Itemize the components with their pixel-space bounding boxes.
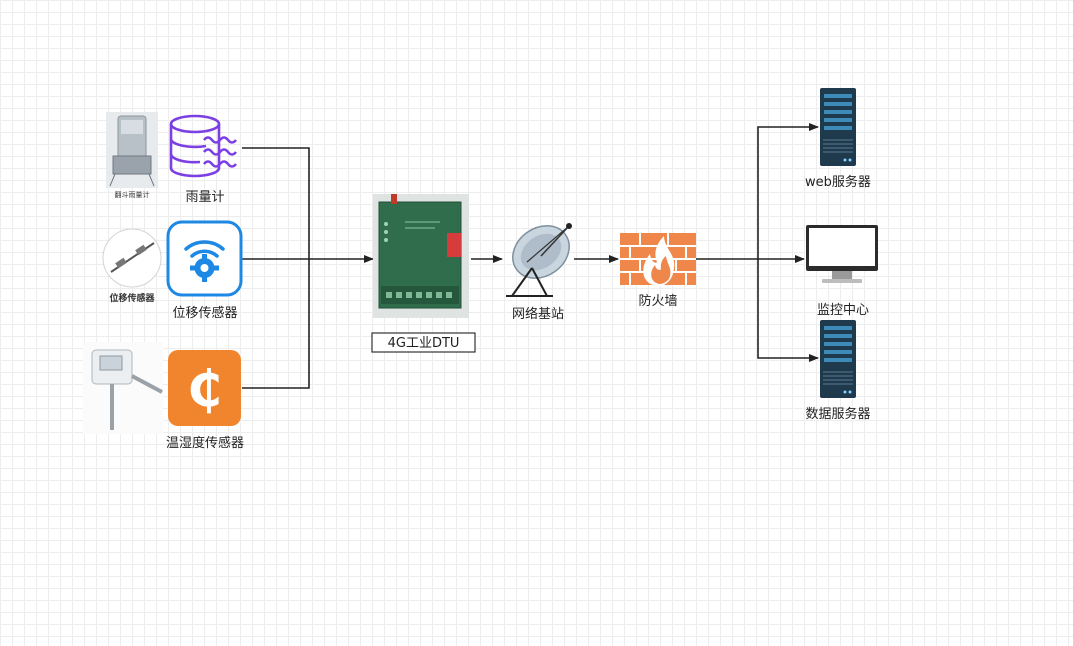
dtu-label: 4G工业DTU [388,336,460,351]
server-rack-icon [820,88,856,166]
rain-gauge-photo-caption: 翻斗雨量计 [115,190,150,199]
temp-humidity-sensor-photo [83,342,163,434]
displacement-sensor-label: 位移传感器 [172,305,237,321]
displacement-sensor-photo-caption: 位移传感器 [109,292,155,304]
dtu-photo [373,194,469,318]
base-station-label: 网络基站 [512,306,564,322]
temp-humidity-sensor-node[interactable]: ₵ 温湿度传感器 [83,342,244,451]
connector-temp-sensor [242,259,310,389]
data-server-label: 数据服务器 [805,406,870,422]
dtu-label-box [371,332,476,353]
firewall-label: 防火墙 [638,293,677,309]
desktop-monitor-icon [806,225,878,283]
connector-rain-gauge [242,147,310,259]
connector-to-web-server [757,123,819,259]
database-waves-icon [169,114,238,178]
cent-coin-icon: ₵ [168,350,241,426]
temp-humidity-sensor-label: 温湿度传感器 [166,435,244,451]
dtu-node[interactable]: 4G工业DTU [371,194,476,353]
wifi-gear-icon [166,220,243,297]
rain-gauge-node[interactable]: 翻斗雨量计 雨量计 [106,112,238,205]
base-station-node[interactable]: 网络基站 [503,215,580,322]
displacement-sensor-photo: 位移传感器 [102,228,162,304]
rain-gauge-photo: 翻斗雨量计 [106,112,158,199]
rain-gauge-label: 雨量计 [185,190,224,205]
connector-to-data-server [757,259,819,362]
monitor-center-label: 监控中心 [817,303,869,318]
firewall-icon [620,233,696,286]
web-server-label: web服务器 [805,174,871,190]
monitor-center-node[interactable]: 监控中心 [806,225,878,318]
connectors [242,123,819,389]
data-server-node[interactable]: 数据服务器 [805,320,871,422]
server-rack-icon [820,320,856,398]
web-server-node[interactable]: web服务器 [805,88,871,190]
cent-symbol: ₵ [187,360,222,418]
satellite-dish-icon [506,223,572,297]
firewall-node[interactable]: 防火墙 [620,233,696,309]
displacement-sensor-node[interactable]: 位移传感器 位移传感器 [102,220,243,321]
